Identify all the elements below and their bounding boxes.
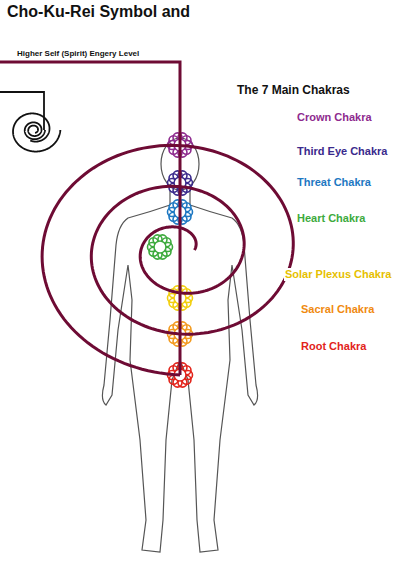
title-holder: Cho-Ku-Rei Symbol and [6,3,191,21]
heading-label: Higher Self (Spirit) Engery Level [16,49,140,58]
label-holder: Solar Plexus Chakra [284,264,392,282]
icon-spiral-outer [13,113,60,151]
heading-label: The 7 Main Chakras [236,84,351,98]
label-holder: Third Eye Chakra [296,141,388,159]
label-holder: Root Chakra [300,336,367,354]
chakra-center [154,241,166,253]
chakra-label: Crown Chakra [296,111,373,124]
label-holder: Sacral Chakra [300,299,375,317]
label-holder: Crown Chakra [296,107,373,125]
icon-spiral-inner [25,122,45,139]
chakra-label: Heart Chakra [296,212,366,225]
label-holder: Heart Chakra [296,208,366,226]
chakra-label: Threat Chakra [296,176,372,189]
chakra-label: Root Chakra [300,340,367,353]
chakra-label: Third Eye Chakra [296,145,388,158]
symbol-spiral [42,145,293,375]
chakra-label: Sacral Chakra [300,303,375,316]
label-holder: The 7 Main Chakras [236,80,351,98]
chakra-symbol [148,235,173,259]
title: Cho-Ku-Rei Symbol and [6,3,191,21]
label-holder: Higher Self (Spirit) Engery Level [16,42,140,60]
label-holder: Threat Chakra [296,172,372,190]
chakra-label: Solar Plexus Chakra [284,268,392,281]
